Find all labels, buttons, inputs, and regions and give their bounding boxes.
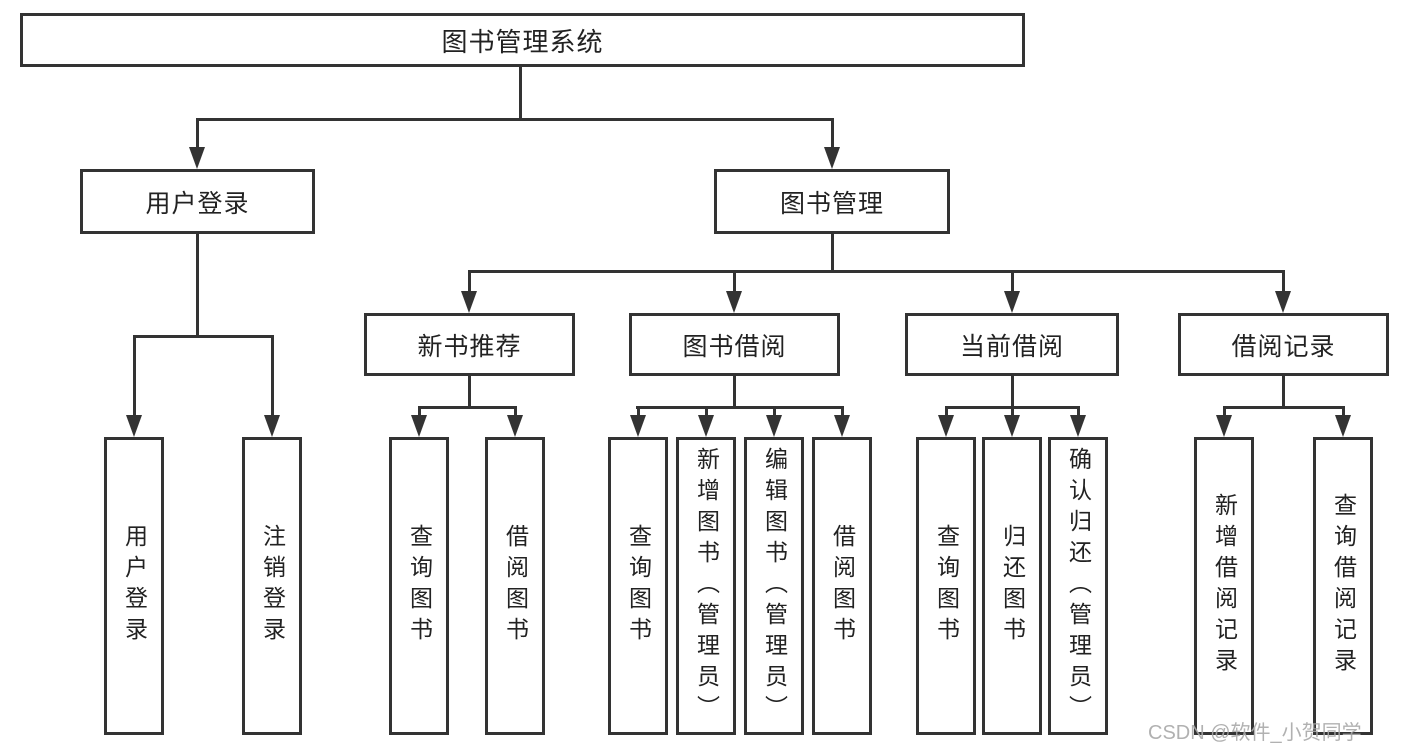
watermark: CSDN @软件_小贺同学 — [1148, 722, 1362, 744]
arrowhead-icon — [726, 291, 742, 313]
connector — [1077, 406, 1080, 417]
node-root-label: 图书管理系统 — [441, 26, 604, 57]
connector — [1282, 376, 1285, 409]
arrowhead-icon — [824, 147, 840, 169]
connector — [468, 270, 471, 293]
leaf-nb-query-books-label: 查询图书 — [406, 524, 433, 648]
connector — [636, 406, 844, 409]
leaf-bb-add-books-admin: 新增图书（管理员） — [676, 437, 736, 735]
connector — [945, 406, 948, 417]
leaf-br-add-record: 新增借阅记录 — [1194, 437, 1254, 735]
connector — [1282, 270, 1285, 293]
connector — [773, 406, 776, 417]
arrowhead-icon — [1335, 415, 1351, 437]
connector — [637, 406, 640, 417]
connector — [514, 406, 517, 417]
connector — [1011, 406, 1014, 417]
node-new-book-recommend-label: 新书推荐 — [417, 332, 522, 361]
leaf-bb-edit-books-admin-label: 编辑图书（管理员） — [761, 446, 788, 726]
leaf-nb-borrow-books-label: 借阅图书 — [502, 524, 529, 648]
leaf-user-login: 用户登录 — [104, 437, 164, 735]
leaf-cb-confirm-return-admin-label: 确认归还（管理员） — [1065, 446, 1092, 726]
connector — [1011, 270, 1014, 293]
arrowhead-icon — [1216, 415, 1232, 437]
leaf-logout: 注销登录 — [242, 437, 302, 735]
node-book-management-label: 图书管理 — [779, 189, 884, 218]
arrowhead-icon — [630, 415, 646, 437]
leaf-bb-borrow-books: 借阅图书 — [812, 437, 872, 735]
connector — [733, 270, 736, 293]
leaf-bb-query-books-label: 查询图书 — [625, 524, 652, 648]
connector — [733, 376, 736, 409]
leaf-user-login-label: 用户登录 — [121, 524, 148, 648]
connector — [196, 234, 199, 338]
connector — [1011, 376, 1014, 409]
arrowhead-icon — [1275, 291, 1291, 313]
leaf-nb-query-books: 查询图书 — [389, 437, 449, 735]
node-borrowing-records: 借阅记录 — [1178, 313, 1389, 376]
connector — [841, 406, 844, 417]
connector — [133, 335, 274, 338]
leaf-bb-edit-books-admin: 编辑图书（管理员） — [744, 437, 804, 735]
node-new-book-recommend: 新书推荐 — [364, 313, 575, 376]
arrowhead-icon — [189, 147, 205, 169]
connector — [271, 335, 274, 417]
arrowhead-icon — [1004, 291, 1020, 313]
leaf-bb-query-books: 查询图书 — [608, 437, 668, 735]
node-current-borrowing: 当前借阅 — [905, 313, 1119, 376]
connector — [468, 270, 1285, 273]
connector — [1342, 406, 1345, 417]
leaf-br-query-record-label: 查询借阅记录 — [1330, 493, 1357, 679]
node-user-login-label: 用户登录 — [145, 189, 250, 218]
arrowhead-icon — [698, 415, 714, 437]
node-book-management: 图书管理 — [714, 169, 950, 234]
leaf-logout-label: 注销登录 — [259, 524, 286, 648]
arrowhead-icon — [461, 291, 477, 313]
node-borrowing-records-label: 借阅记录 — [1231, 332, 1336, 361]
leaf-cb-return-books-label: 归还图书 — [999, 524, 1026, 648]
node-book-borrowing-label: 图书借阅 — [682, 332, 787, 361]
leaf-bb-borrow-books-label: 借阅图书 — [829, 524, 856, 648]
arrowhead-icon — [507, 415, 523, 437]
connector — [831, 118, 834, 152]
arrowhead-icon — [766, 415, 782, 437]
arrowhead-icon — [1070, 415, 1086, 437]
arrowhead-icon — [834, 415, 850, 437]
arrowhead-icon — [264, 415, 280, 437]
arrowhead-icon — [411, 415, 427, 437]
leaf-cb-confirm-return-admin: 确认归还（管理员） — [1048, 437, 1108, 735]
node-current-borrowing-label: 当前借阅 — [959, 332, 1064, 361]
connector — [133, 335, 136, 417]
connector — [1223, 406, 1345, 409]
arrowhead-icon — [1004, 415, 1020, 437]
leaf-cb-return-books: 归还图书 — [982, 437, 1042, 735]
connector — [196, 118, 834, 121]
arrowhead-icon — [938, 415, 954, 437]
connector — [418, 406, 517, 409]
connector — [519, 67, 522, 119]
node-user-login: 用户登录 — [80, 169, 315, 234]
leaf-br-add-record-label: 新增借阅记录 — [1211, 493, 1238, 679]
connector — [1223, 406, 1226, 417]
connector — [831, 234, 834, 273]
leaf-bb-add-books-admin-label: 新增图书（管理员） — [693, 446, 720, 726]
leaf-br-query-record: 查询借阅记录 — [1313, 437, 1373, 735]
leaf-nb-borrow-books: 借阅图书 — [485, 437, 545, 735]
leaf-cb-query-books: 查询图书 — [916, 437, 976, 735]
node-book-borrowing: 图书借阅 — [629, 313, 840, 376]
connector — [468, 376, 471, 409]
connector — [418, 406, 421, 417]
node-root: 图书管理系统 — [20, 13, 1025, 67]
arrowhead-icon — [126, 415, 142, 437]
connector — [705, 406, 708, 417]
connector — [196, 118, 199, 152]
leaf-cb-query-books-label: 查询图书 — [933, 524, 960, 648]
